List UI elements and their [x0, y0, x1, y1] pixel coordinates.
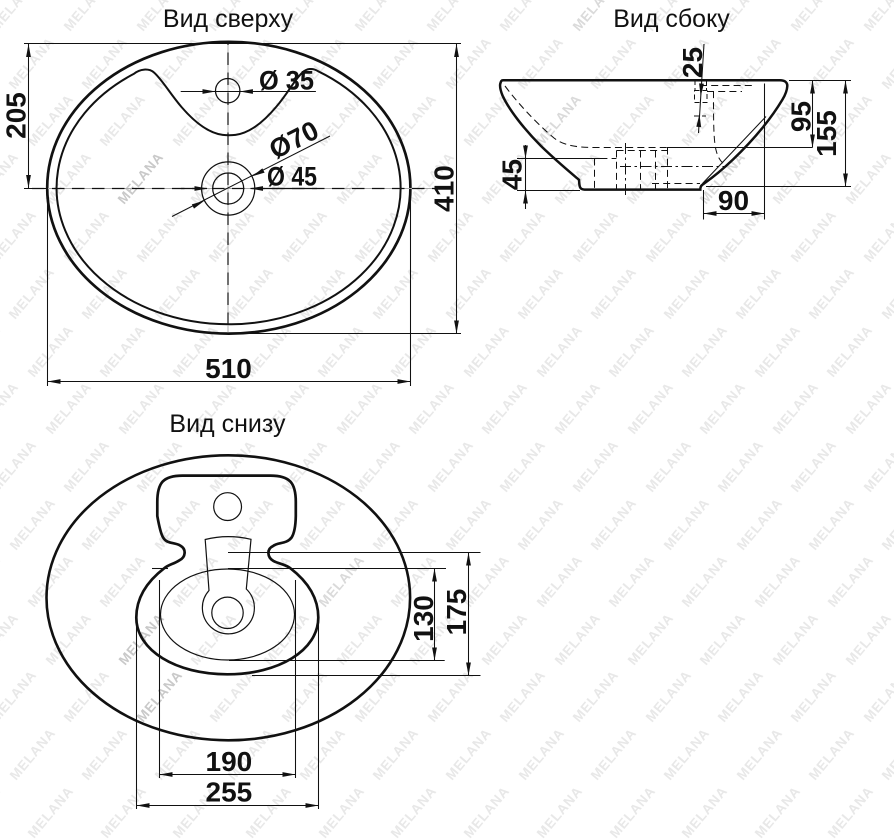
svg-text:Вид снизу: Вид снизу	[169, 410, 286, 438]
svg-text:175: 175	[441, 589, 472, 636]
svg-text:25: 25	[677, 47, 708, 78]
svg-text:255: 255	[206, 777, 253, 808]
svg-text:130: 130	[408, 595, 439, 642]
svg-text:45: 45	[497, 159, 528, 190]
svg-text:410: 410	[429, 165, 460, 212]
svg-text:95: 95	[786, 101, 817, 132]
svg-text:Ø 35: Ø 35	[259, 66, 314, 96]
svg-text:190: 190	[206, 746, 253, 777]
svg-text:155: 155	[811, 110, 842, 157]
svg-text:90: 90	[718, 185, 749, 216]
svg-text:510: 510	[205, 353, 252, 384]
svg-text:Вид сбоку: Вид сбоку	[613, 5, 730, 33]
svg-text:205: 205	[1, 92, 32, 139]
svg-text:Вид сверху: Вид сверху	[163, 5, 294, 33]
svg-text:Ø 45: Ø 45	[267, 162, 317, 192]
